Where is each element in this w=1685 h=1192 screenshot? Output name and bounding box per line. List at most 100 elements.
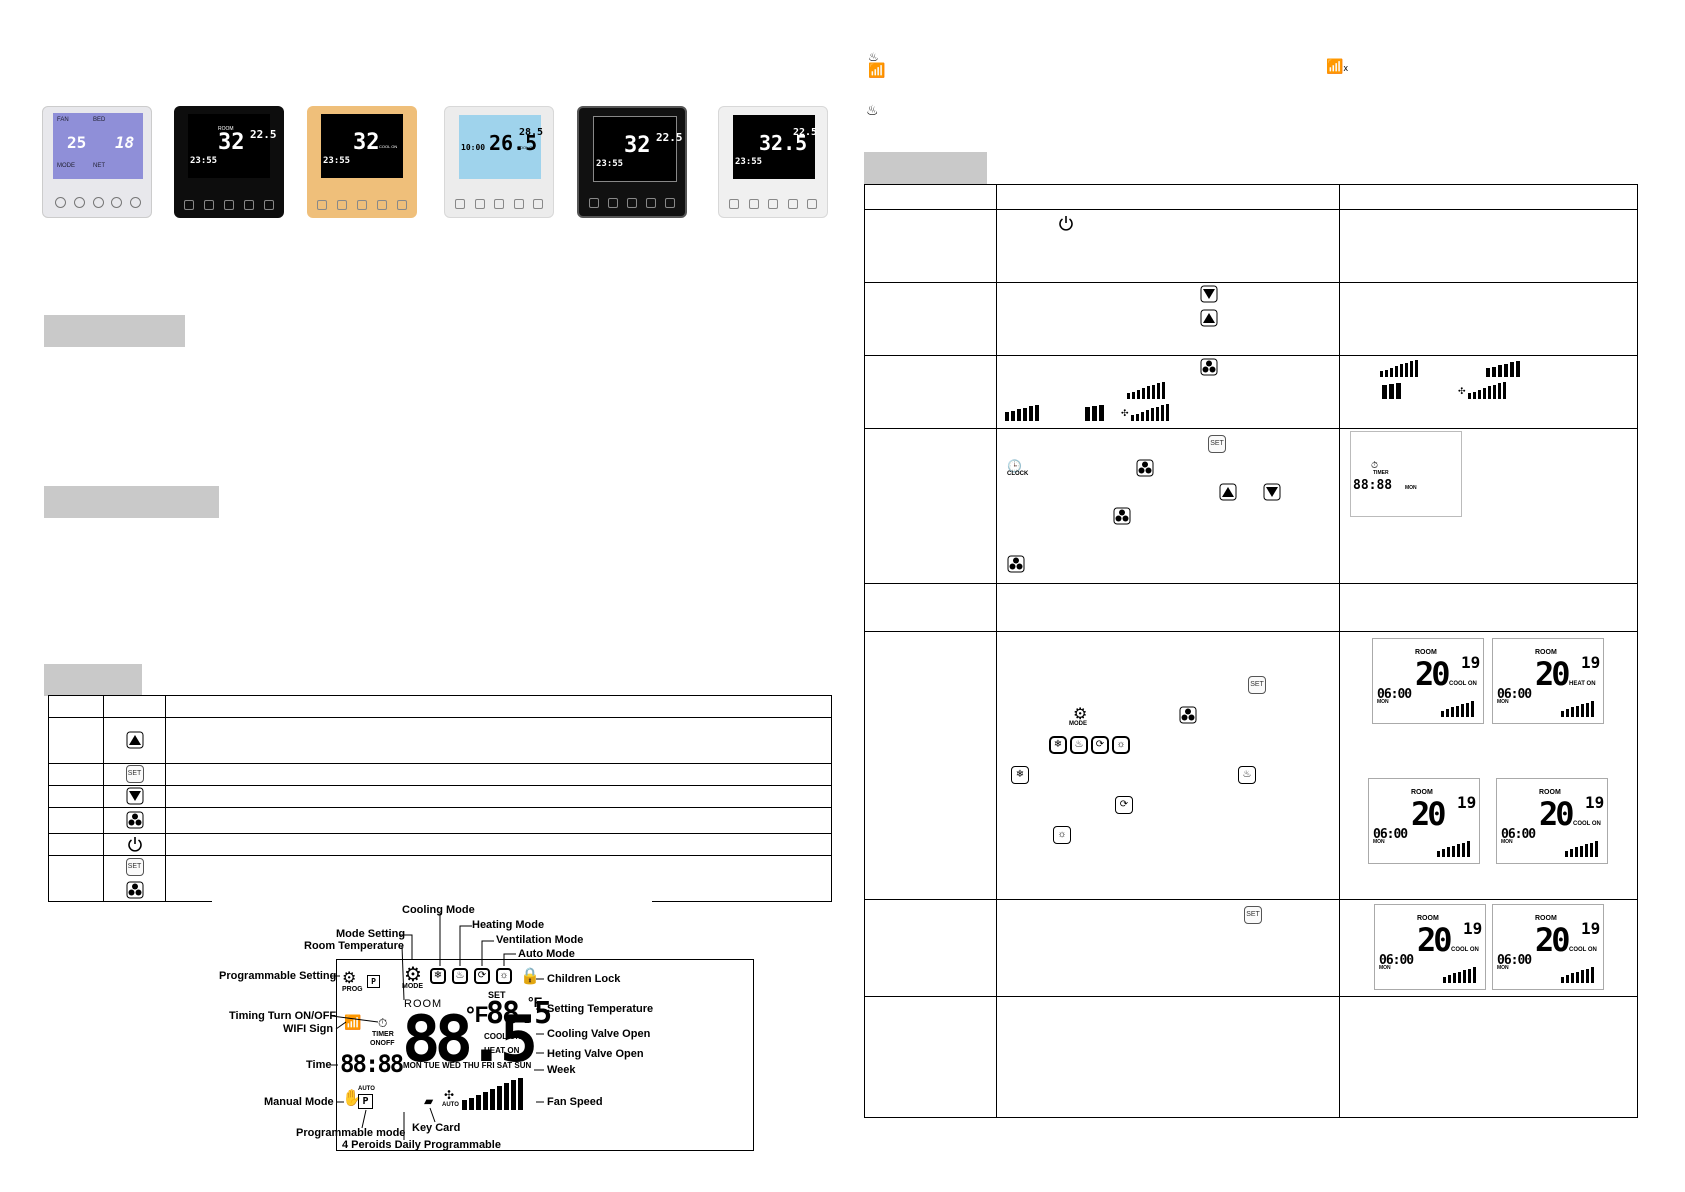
- lcd-mode-text: MODE: [402, 983, 423, 990]
- manual-mode-hand-icon: ✋: [342, 1090, 362, 1107]
- thumbnail-orange: 32 23:55 COOL ON: [307, 106, 417, 218]
- cooling-mode-icon: ❄: [1049, 736, 1067, 754]
- mini-time: 06:00: [1373, 827, 1408, 842]
- set-icon: SET: [1244, 906, 1262, 924]
- fan-icon: [1200, 358, 1218, 376]
- key-card-icon: ▰: [424, 1094, 434, 1108]
- mini-fan-bars: [1437, 841, 1470, 857]
- clock-icon: 🕒: [1007, 459, 1022, 473]
- set-icon: SET: [1248, 676, 1266, 694]
- leader-lines: [330, 913, 544, 1140]
- programmable-mode-icon: P: [358, 1094, 373, 1109]
- label-key-card: Key Card: [412, 1122, 461, 1134]
- svg-text:✣: ✣: [1458, 387, 1466, 397]
- thumb-room-temp: 25: [67, 133, 87, 152]
- label-heating-mode: Heating Mode: [472, 919, 545, 931]
- thumbnail-black: ROOM 32 22.5 23:55: [174, 106, 284, 218]
- label-programmable-setting: Programmable Setting: [219, 970, 337, 982]
- up-arrow-icon: [1219, 483, 1237, 501]
- mini-fan-bars: [1565, 841, 1598, 857]
- cooling-mode-icon: ❄: [430, 968, 446, 984]
- lcd-cool-on: COOL ON: [484, 1032, 522, 1041]
- fan-speed-high-icon: [1380, 360, 1418, 377]
- label-four-periods: 4 Peroids Daily Programmable: [342, 1139, 501, 1151]
- thumb-button-row: [317, 200, 407, 210]
- mini-status: COOL ON: [1451, 947, 1479, 953]
- cooling-mode-icon: ❄: [1011, 766, 1029, 784]
- lcd-heat-on: HEAT ON: [484, 1046, 520, 1055]
- mini-time: 06:00: [1379, 953, 1414, 968]
- mode-gear-icon: ⚙: [1073, 706, 1088, 723]
- auto-mode-icon: ☼: [1112, 736, 1130, 754]
- thumb-button-row: [55, 197, 141, 209]
- thumb-time: 23:55: [323, 156, 351, 166]
- ventilation-mode-icon: ⟳: [474, 968, 490, 984]
- fan-speed-auto-icon: ✣: [1121, 404, 1169, 421]
- mini-day: MON: [1377, 699, 1389, 705]
- label-timing-turn: Timing Turn ON/OFF: [229, 1010, 337, 1022]
- mini-room-label: ROOM: [1411, 789, 1433, 796]
- lcd-auto-text-2: AUTO: [442, 1102, 459, 1108]
- label-time: Time: [306, 1059, 332, 1071]
- mini-set-temp: 19: [1461, 653, 1481, 672]
- mini-set-temp: 19: [1581, 919, 1601, 938]
- mini-lcd-screen: ROOM 20 19 06:00 COOL ON MON: [1374, 904, 1486, 990]
- lcd-time-digits: 88:88: [340, 1050, 404, 1078]
- mini-room-label: ROOM: [1417, 915, 1439, 922]
- ventilation-mode-icon: ⟳: [1091, 736, 1109, 754]
- thumb-set-temp: 22.5: [250, 128, 277, 141]
- mini-day: MON: [1379, 965, 1391, 971]
- lock-icon: 🔒: [520, 968, 540, 985]
- mode-icon-group: ❄ ♨ ⟳ ☼: [1049, 736, 1130, 754]
- timer-preview: ⏱ TIMER 88:88 MON: [1350, 431, 1462, 517]
- table-row: ✣ ✣: [864, 355, 1638, 429]
- up-arrow-icon: [126, 731, 143, 749]
- ventilation-mode-icon: ⟳: [1115, 796, 1133, 814]
- fan-speed-mid-icon: [1486, 361, 1520, 377]
- thumb-text: MODE: [57, 163, 75, 169]
- label-mode-setting: Mode Setting: [336, 928, 406, 940]
- lcd-diagram: [212, 893, 754, 1153]
- lcd-prog-icon: ⚙: [342, 970, 357, 987]
- fan-speed-bars: [462, 1078, 523, 1110]
- mini-lcd-screen: ROOM 20 19 06:00 HEAT ON MON: [1492, 638, 1604, 724]
- timer-icon: ⏱: [378, 1016, 388, 1030]
- label-children-lock: Children Lock: [547, 973, 621, 985]
- timer-digits: 88:88: [1353, 478, 1393, 493]
- mini-status: HEAT ON: [1569, 681, 1596, 687]
- mini-set-temp: 19: [1585, 793, 1605, 812]
- table-row: [48, 785, 832, 808]
- fan-icon: [126, 811, 143, 829]
- mini-time: 06:00: [1501, 827, 1536, 842]
- mini-set-temp: 19: [1581, 653, 1601, 672]
- fan-icon: [1136, 459, 1154, 477]
- mini-lcd-screen: ROOM 20 19 06:00 MON: [1368, 778, 1480, 864]
- wifi-icon: 📶: [868, 62, 886, 78]
- section-header-bar: [44, 486, 219, 518]
- mini-lcd-screen: ROOM 20 19 06:00 COOL ON MON: [1372, 638, 1484, 724]
- mini-fan-bars: [1561, 967, 1594, 983]
- table-row: SET 🕒 CLOCK ⏱ TIMER 88:88 MON: [864, 428, 1638, 584]
- fan-speed-low-icon: [1382, 383, 1401, 399]
- mini-room-temp: 20: [1535, 921, 1570, 959]
- thumb-button-row: [589, 198, 675, 208]
- thumb-set-temp: 28.5: [519, 127, 544, 138]
- mini-room-temp: 20: [1539, 795, 1574, 833]
- set-icon: SET: [125, 858, 144, 877]
- mini-day: MON: [1501, 839, 1513, 845]
- label-room-temperature: Room Temperature: [304, 940, 405, 952]
- key-function-table: SET SET: [48, 695, 832, 902]
- mini-lcd-screen: ROOM 20 19 06:00 COOL ON MON: [1492, 904, 1604, 990]
- mini-status: COOL ON: [1449, 681, 1477, 687]
- fan-icon: [1007, 555, 1025, 573]
- thumb-text: ROOM: [218, 126, 234, 132]
- table-row: [864, 209, 1638, 283]
- label-wifi-sign: WIFI Sign: [283, 1023, 334, 1035]
- thumbnail-white-blue: 26.5 28.5 10:00 COOL ON: [444, 106, 554, 218]
- label-cooling-mode: Cooling Mode: [402, 904, 475, 916]
- thumbnail-blue-lcd: FAN BED 25 18 MODE NET: [42, 106, 152, 218]
- lcd-set-digits: 88.5: [486, 996, 552, 1031]
- mini-day: MON: [1497, 965, 1509, 971]
- mini-day: MON: [1497, 699, 1509, 705]
- mini-set-temp: 19: [1457, 793, 1477, 812]
